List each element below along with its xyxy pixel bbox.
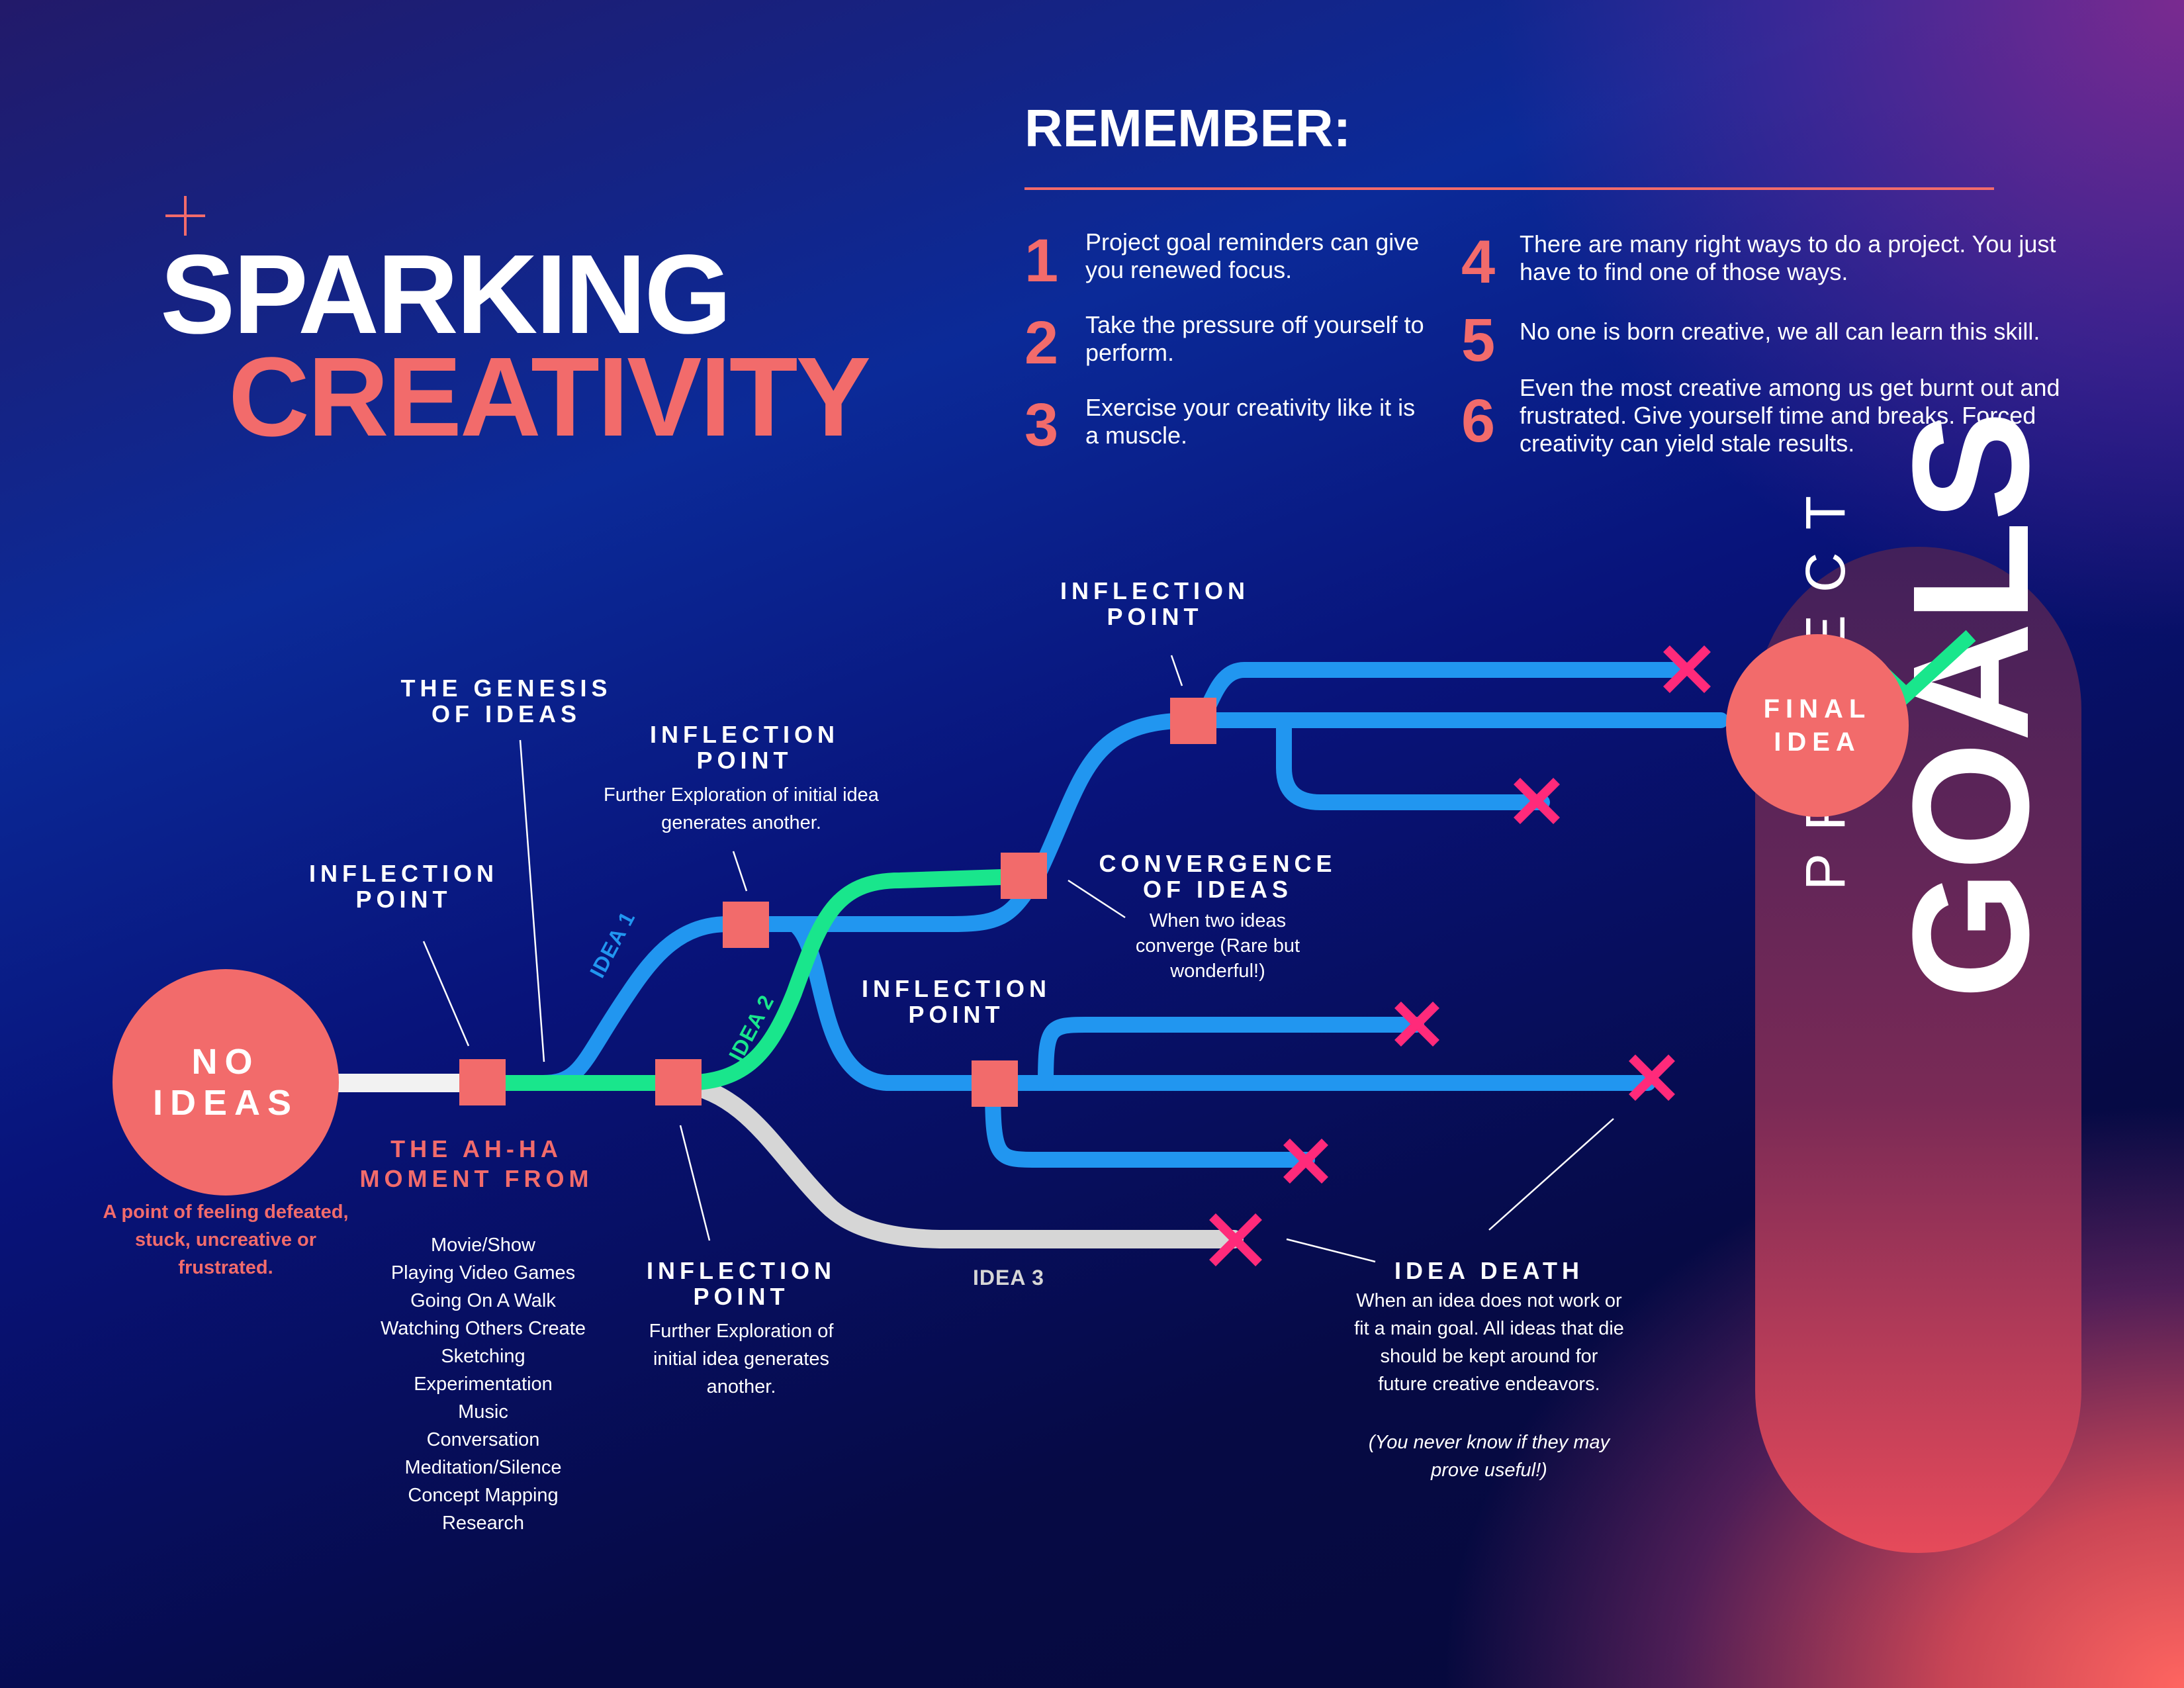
path-branch-down-right — [985, 1075, 1315, 1168]
inflection-square — [655, 1059, 702, 1105]
x-icon — [1629, 1055, 1675, 1101]
leader-line — [679, 1125, 711, 1241]
idea3-label: IDEA 3 — [973, 1266, 1044, 1289]
inflection-label-bottom: INFLECTION POINT — [647, 1257, 836, 1310]
inflection-desc-bottom: Further Exploration of initial idea gene… — [649, 1321, 834, 1397]
ahha-list: Movie/Show Playing Video Games Going On … — [344, 1231, 622, 1537]
tip-number-2: 2 — [1024, 309, 1059, 377]
leader-line — [1488, 1118, 1614, 1231]
list-item: Sketching — [441, 1346, 525, 1367]
inflection-square — [723, 902, 769, 948]
list-item: Going On A Walk — [410, 1290, 556, 1311]
idea-death-title: IDEA DEATH — [1394, 1257, 1584, 1284]
title-sparking: SPARKING — [160, 232, 732, 357]
path-idea2 — [482, 868, 1030, 1091]
leader-line — [1068, 879, 1126, 919]
x-icon — [1514, 778, 1560, 824]
path-idea3 — [669, 1074, 1244, 1248]
genesis-label: THE GENESIS OF IDEAS — [400, 675, 612, 727]
tip-number-4: 4 — [1461, 228, 1496, 296]
leader-line — [1286, 1238, 1376, 1263]
path-idea1-lower — [786, 916, 1656, 1091]
convergence-desc: When two ideas converge (Rare but wonder… — [1135, 910, 1300, 982]
leader-line — [732, 851, 748, 892]
list-item: Meditation/Silence — [404, 1457, 562, 1478]
ahha-title: THE AH-HA MOMENT FROM — [359, 1135, 594, 1192]
no-ideas-circle: NO IDEAS — [113, 969, 339, 1196]
tip-number-3: 3 — [1024, 391, 1059, 459]
final-idea-circle: FINAL IDEA — [1726, 634, 1909, 817]
x-icon — [1209, 1213, 1262, 1266]
leader-line — [519, 739, 545, 1062]
inflection-square — [1170, 698, 1216, 744]
leader-line — [1170, 655, 1183, 686]
inflection-label-top: INFLECTION POINT — [1060, 577, 1250, 630]
list-item: Music — [458, 1401, 508, 1423]
no-ideas-caption: A point of feeling defeated, stuck, uncr… — [103, 1201, 349, 1278]
remember-divider — [1024, 187, 1994, 190]
no-ideas-label: NO IDEAS — [152, 1042, 299, 1123]
list-item: Watching Others Create — [381, 1318, 586, 1339]
list-item: Movie/Show — [431, 1235, 535, 1256]
list-item: Research — [441, 1513, 525, 1534]
tip-number-5: 5 — [1461, 306, 1496, 374]
path-branch-up-right — [1038, 1017, 1424, 1091]
plus-icon — [165, 196, 205, 236]
idea-death-desc: When an idea does not work or fit a main… — [1354, 1290, 1624, 1395]
tip-text-2: Take the pressure off yourself to perfor… — [1085, 311, 1424, 366]
list-item: Playing Video Games — [390, 1262, 576, 1284]
x-icon — [1394, 1002, 1439, 1047]
tip-number-1: 1 — [1024, 227, 1059, 295]
tip-text-3: Exercise your creativity like it is a mu… — [1085, 394, 1416, 449]
inflection-square — [1001, 853, 1047, 899]
list-item: Conversation — [426, 1429, 540, 1450]
tip-text-4: There are many right ways to do a projec… — [1520, 230, 2056, 285]
tip-text-1: Project goal reminders can give you rene… — [1085, 228, 1420, 283]
inflection-square — [972, 1060, 1018, 1107]
inflection-square — [459, 1059, 506, 1105]
remember-heading: REMEMBER: — [1024, 99, 1351, 158]
x-icon — [1663, 645, 1711, 693]
inflection-label-mid: INFLECTION POINT — [650, 721, 839, 774]
path-idea1-main — [535, 712, 1729, 1091]
list-item: Concept Mapping — [408, 1485, 559, 1506]
tip-text-6: Even the most creative among us get burn… — [1520, 374, 2060, 457]
tip-text-5: No one is born creative, we all can lear… — [1520, 318, 2040, 345]
tip-number-6: 6 — [1461, 387, 1496, 455]
x-icon — [1283, 1139, 1328, 1184]
convergence-label: CONVERGENCE OF IDEAS — [1099, 850, 1337, 903]
inflection-label-left: INFLECTION POINT — [309, 860, 498, 913]
list-item: Experimentation — [414, 1374, 553, 1395]
title-creativity: CREATIVITY — [228, 334, 871, 460]
leader-line — [422, 941, 470, 1047]
final-idea-label: FINAL IDEA — [1763, 694, 1872, 757]
inflection-label-right: INFLECTION POINT — [862, 975, 1051, 1028]
path-mid-branch — [1276, 712, 1550, 810]
inflection-desc-mid: Further Exploration of initial idea gene… — [604, 784, 879, 833]
idea-death-note: (You never know if they may prove useful… — [1368, 1432, 1610, 1481]
